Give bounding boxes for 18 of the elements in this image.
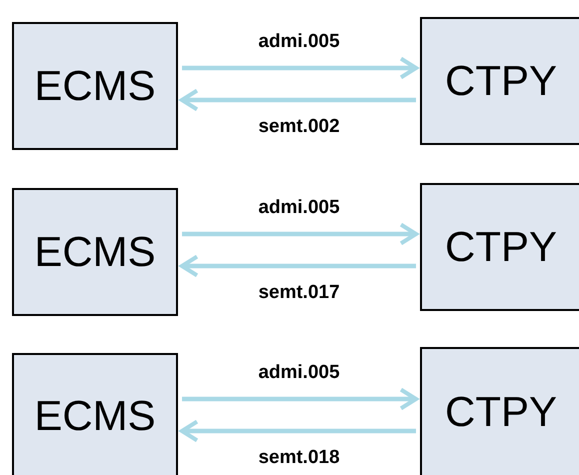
arrow [182, 388, 418, 410]
system-name: CTPY [444, 57, 557, 105]
system-box [420, 17, 579, 145]
system-name: ECMS [34, 228, 156, 276]
arrow [180, 254, 416, 278]
system-box [12, 188, 178, 316]
system-name: CTPY [444, 223, 557, 271]
system-box [420, 347, 579, 475]
system-name: ECMS [34, 392, 156, 440]
system-name: CTPY [444, 388, 557, 436]
system-box [12, 22, 178, 150]
system-box [12, 353, 178, 475]
arrow [182, 222, 418, 246]
arrow [182, 56, 418, 80]
system-name: ECMS [34, 62, 156, 110]
arrow [180, 88, 416, 112]
arrow [180, 420, 416, 442]
system-box [420, 183, 579, 311]
